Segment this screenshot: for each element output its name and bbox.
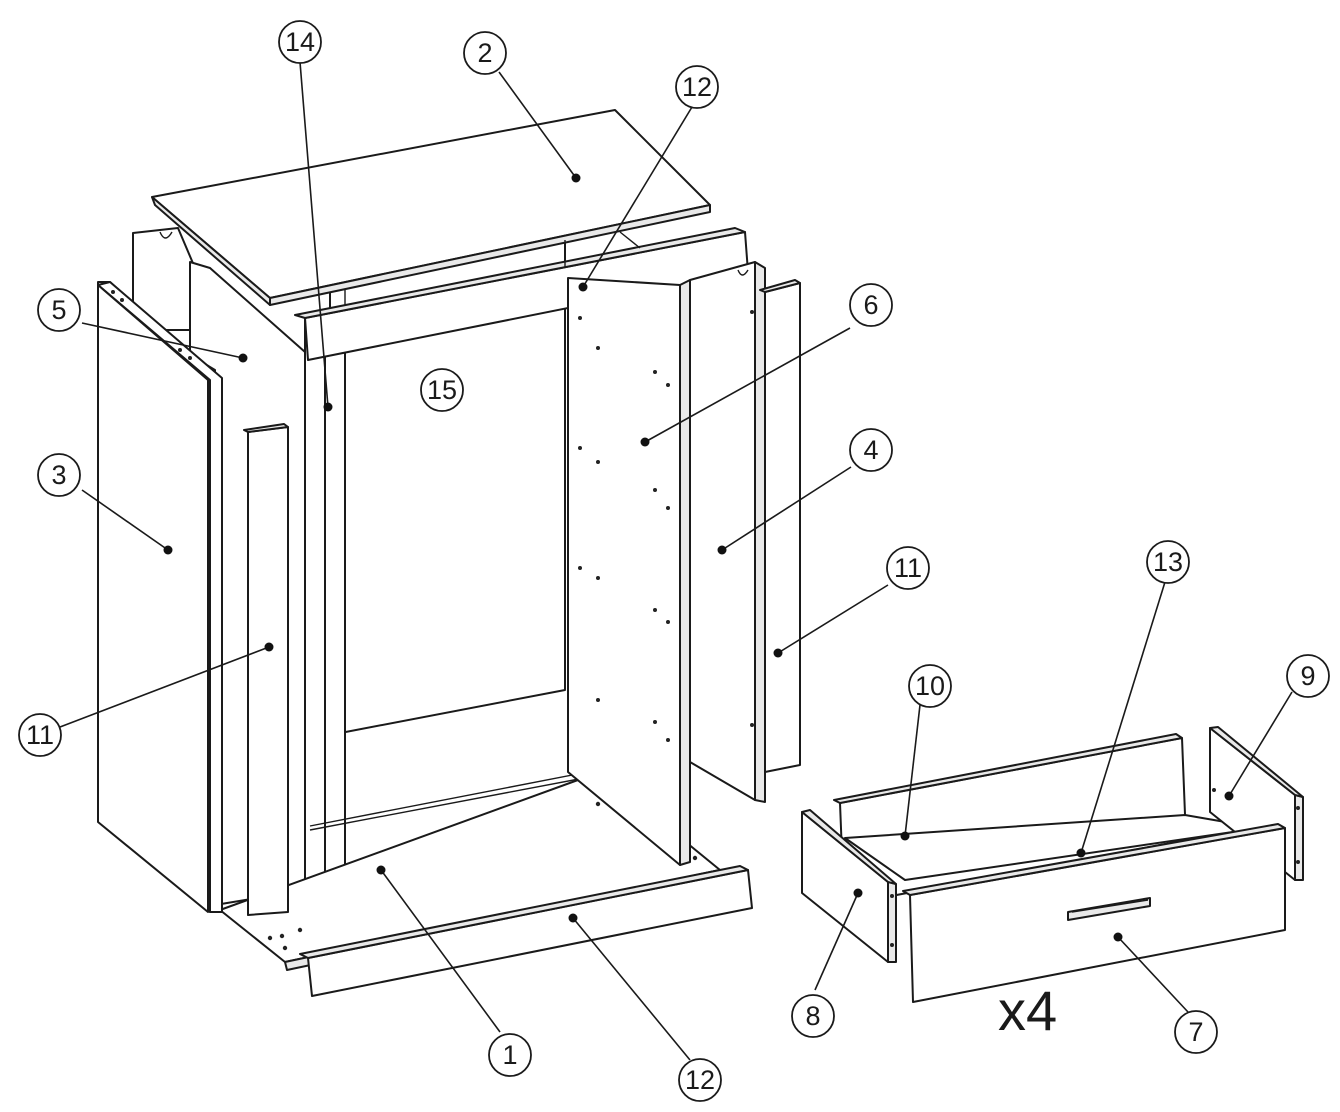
callout-7: 7	[1174, 1010, 1218, 1054]
callout-8: 8	[791, 994, 835, 1038]
callout-label: 8	[805, 1001, 820, 1031]
callout-label: 1	[502, 1040, 517, 1070]
callout-14: 14	[278, 20, 322, 64]
callout-label: 6	[863, 290, 878, 320]
drawer-side-8	[801, 809, 897, 963]
callout-label: 2	[477, 38, 492, 68]
callout-10: 10	[908, 664, 952, 708]
panel-11-left	[243, 423, 289, 916]
callout-3: 3	[37, 453, 81, 497]
callout-label: 14	[285, 27, 315, 57]
leader-lines	[59, 61, 1293, 1061]
callout-4: 4	[849, 428, 893, 472]
callout-label: 7	[1188, 1017, 1203, 1047]
plinth-12	[299, 865, 753, 997]
target-dots	[163, 173, 1234, 942]
callout-1: 1	[488, 1033, 532, 1077]
callout-12-top: 12	[675, 65, 719, 109]
callout-label: 10	[915, 671, 945, 701]
panel-3	[97, 281, 223, 913]
top-panel-2	[151, 109, 711, 306]
callout-label: 12	[685, 1065, 715, 1095]
callout-label: 11	[26, 720, 54, 750]
panel-14	[304, 311, 346, 889]
callout-15: 15	[420, 368, 464, 412]
callout-9: 9	[1286, 654, 1330, 698]
callout-2: 2	[463, 31, 507, 75]
callout-12-bottom: 12	[678, 1058, 722, 1102]
callout-6: 6	[849, 283, 893, 327]
callout-11-right: 11	[886, 546, 930, 590]
drawer-front-7	[902, 823, 1286, 1003]
panel-4	[689, 261, 766, 803]
panel-6	[567, 277, 691, 866]
callout-label: 9	[1300, 661, 1315, 691]
panel-11-right	[759, 279, 801, 773]
callout-label: 3	[51, 460, 66, 490]
callout-5: 5	[37, 288, 81, 332]
callout-label: 5	[51, 295, 66, 325]
callout-label: 4	[863, 435, 878, 465]
callout-13: 13	[1146, 540, 1190, 584]
callout-label: 11	[894, 553, 922, 583]
callout-label: 12	[682, 72, 712, 102]
callout-label: 15	[427, 375, 457, 405]
callout-label: 13	[1153, 547, 1183, 577]
callout-11-left: 11	[18, 713, 62, 757]
quantity-label: x4	[998, 979, 1057, 1042]
